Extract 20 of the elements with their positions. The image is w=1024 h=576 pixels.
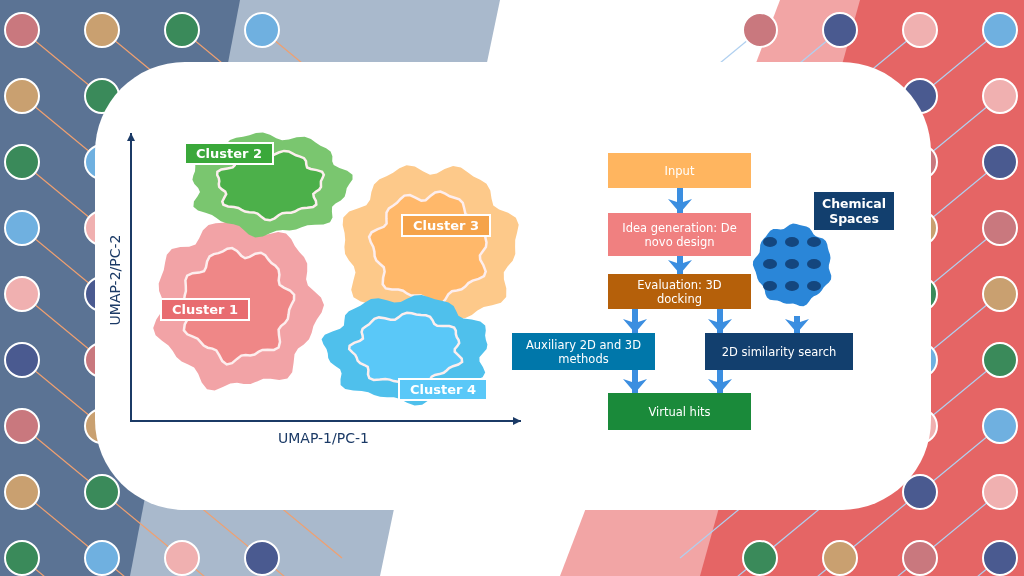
process-box: Input	[608, 153, 751, 188]
process-box: Auxiliary 2D and 3D methods	[512, 333, 655, 370]
arrow	[668, 256, 692, 274]
process-box: 2D similarity search	[705, 333, 853, 370]
arrow	[623, 309, 647, 333]
axis-label: UMAP-2/PC-2	[107, 234, 123, 326]
cluster-label: Cluster 1	[160, 298, 250, 321]
arrow	[708, 309, 732, 333]
process-box: Virtual hits	[608, 393, 751, 430]
tag-label: Chemical Spaces	[814, 192, 894, 230]
arrow	[708, 370, 732, 393]
cluster-label: Cluster 4	[398, 378, 488, 401]
process-box: Idea generation: De novo design	[608, 213, 751, 256]
process-box: Evaluation: 3D docking	[608, 274, 751, 309]
cluster-label: Cluster 2	[184, 142, 274, 165]
arrow	[623, 370, 647, 393]
axis-label: UMAP-1/PC-1	[278, 430, 369, 446]
cluster-label: Cluster 3	[401, 214, 491, 237]
arrow	[785, 316, 809, 333]
arrow	[668, 188, 692, 213]
